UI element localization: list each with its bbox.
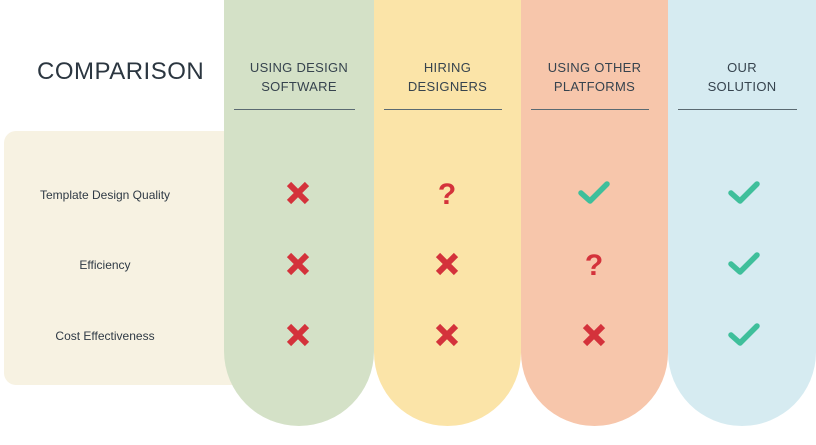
column-divider — [531, 109, 649, 110]
column-using-design-software: USING DESIGN SOFTWARE — [224, 0, 374, 426]
criterion-efficiency: Efficiency — [79, 258, 131, 272]
criteria-panel — [4, 131, 244, 385]
cross-icon — [278, 244, 318, 284]
column-header: HIRING DESIGNERS — [407, 60, 488, 94]
column-using-other-platforms: USING OTHER PLATFORMS — [521, 0, 668, 426]
cross-icon — [278, 173, 318, 213]
criterion-cost-effectiveness: Cost Effectiveness — [55, 329, 155, 343]
column-divider — [678, 109, 797, 110]
page-title: COMPARISON — [37, 58, 205, 85]
svg-text:?: ? — [585, 249, 603, 280]
column-hiring-designers: HIRING DESIGNERS — [374, 0, 521, 426]
column-divider — [384, 109, 502, 110]
question-icon: ? — [574, 244, 614, 284]
svg-text:?: ? — [438, 178, 456, 209]
cross-icon — [427, 244, 467, 284]
column-header: USING DESIGN SOFTWARE — [249, 60, 349, 94]
cross-icon — [278, 315, 318, 355]
column-divider — [234, 109, 355, 110]
column-header: OUR SOLUTION — [707, 60, 777, 94]
cross-icon — [574, 315, 614, 355]
check-icon — [574, 173, 614, 213]
question-icon: ? — [427, 173, 467, 213]
criterion-template-design-quality: Template Design Quality — [39, 188, 171, 202]
column-header: USING OTHER PLATFORMS — [547, 60, 642, 94]
check-icon — [724, 173, 764, 213]
check-icon — [724, 315, 764, 355]
check-icon — [724, 244, 764, 284]
cross-icon — [427, 315, 467, 355]
column-our-solution: OUR SOLUTION — [668, 0, 816, 426]
